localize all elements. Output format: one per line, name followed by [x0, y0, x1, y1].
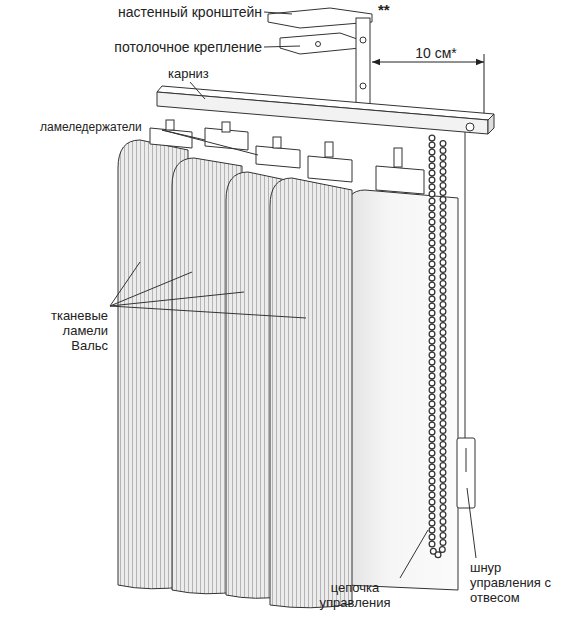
part-label: тканевые ламели Вальс [38, 308, 108, 353]
leader-lines [110, 12, 476, 578]
footnote-mark: ** [378, 1, 408, 18]
control-chain [432, 138, 443, 555]
part-label: карниз [168, 66, 238, 81]
part-label: цепочка управления [310, 580, 400, 610]
slat-holders [150, 120, 424, 194]
control-cord [457, 132, 475, 508]
part-label: потолочное крепление [62, 39, 262, 55]
part-label: настенный кронштейн [62, 4, 262, 20]
dimension-label: 10 см* [396, 45, 476, 61]
wall-bracket [268, 8, 372, 108]
cornice [157, 86, 494, 134]
control-chain-beads [432, 138, 443, 555]
fabric-slats [118, 140, 352, 608]
part-label: ламеледержатели [40, 120, 170, 134]
part-label: шнур управления с отвесом [470, 560, 552, 605]
